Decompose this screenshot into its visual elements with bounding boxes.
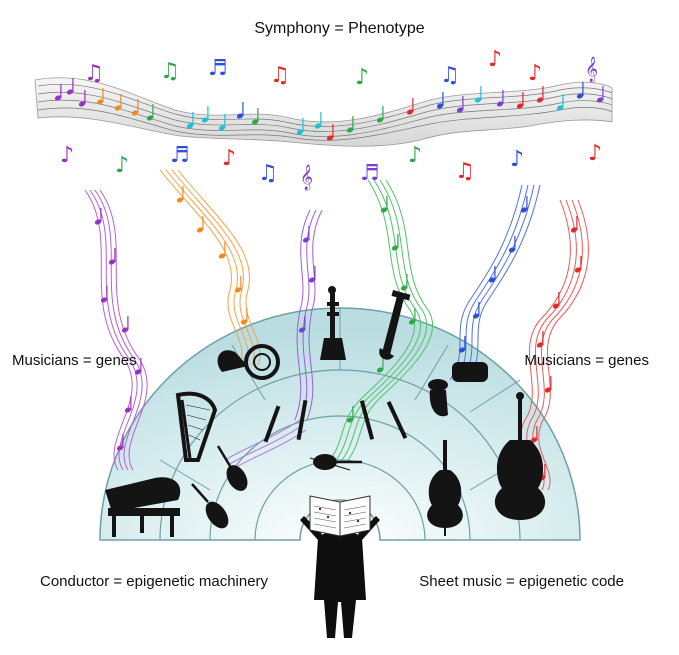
svg-text:♫: ♫	[270, 63, 290, 88]
svg-text:♪: ♪	[528, 61, 542, 86]
instruments	[105, 286, 546, 537]
double-bass-icon	[494, 392, 546, 520]
ribbon-orange	[159, 169, 261, 366]
floating-notes: ♫ ♫ ♬ ♫ ♪ ♫ ♪ ♪ 𝄞 ♪ ♪ ♬ ♪ ♫ 𝄞 ♬ ♪ ♫ ♪ ♪	[60, 47, 602, 190]
diagram-title: Symphony = Phenotype	[254, 20, 425, 37]
ribbon-blue	[449, 184, 541, 381]
french-horn-icon	[217, 344, 280, 380]
svg-text:𝄞: 𝄞	[300, 164, 313, 190]
svg-text:♪: ♪	[355, 65, 369, 90]
svg-text:♬: ♬	[360, 161, 380, 186]
ribbon-green	[329, 179, 434, 461]
symphony-staff	[34, 77, 613, 147]
label-sheet-music: Sheet music = epigenetic code	[419, 573, 624, 590]
svg-text:♪: ♪	[408, 143, 422, 168]
svg-text:♬: ♬	[208, 56, 228, 81]
svg-text:♫: ♫	[440, 63, 460, 88]
svg-text:♫: ♫	[258, 161, 278, 186]
label-conductor: Conductor = epigenetic machinery	[40, 573, 269, 590]
svg-text:♪: ♪	[60, 143, 74, 168]
trombone-icon	[379, 290, 411, 360]
cello-icon	[427, 440, 463, 536]
svg-text:♪: ♪	[222, 146, 236, 171]
label-musicians-right: Musicians = genes	[524, 352, 649, 369]
harp-icon	[175, 391, 218, 462]
svg-text:♫: ♫	[160, 59, 180, 84]
svg-text:♫: ♫	[84, 61, 104, 86]
svg-text:𝄞: 𝄞	[585, 56, 598, 82]
label-musicians-left: Musicians = genes	[12, 352, 137, 369]
svg-text:♪: ♪	[510, 147, 524, 172]
svg-text:♬: ♬	[170, 143, 190, 168]
violin-icon	[191, 445, 362, 529]
svg-text:♪: ♪	[588, 141, 602, 166]
tuba-icon	[428, 362, 488, 417]
clarinet-icon	[263, 399, 408, 443]
trumpet-icon	[320, 286, 346, 360]
sheet-music-icon	[309, 495, 371, 537]
svg-text:♫: ♫	[455, 159, 475, 184]
svg-text:♪: ♪	[488, 47, 502, 72]
ribbon-purple-middle	[294, 209, 323, 421]
piano-icon	[105, 477, 181, 537]
svg-text:♪: ♪	[115, 153, 129, 178]
